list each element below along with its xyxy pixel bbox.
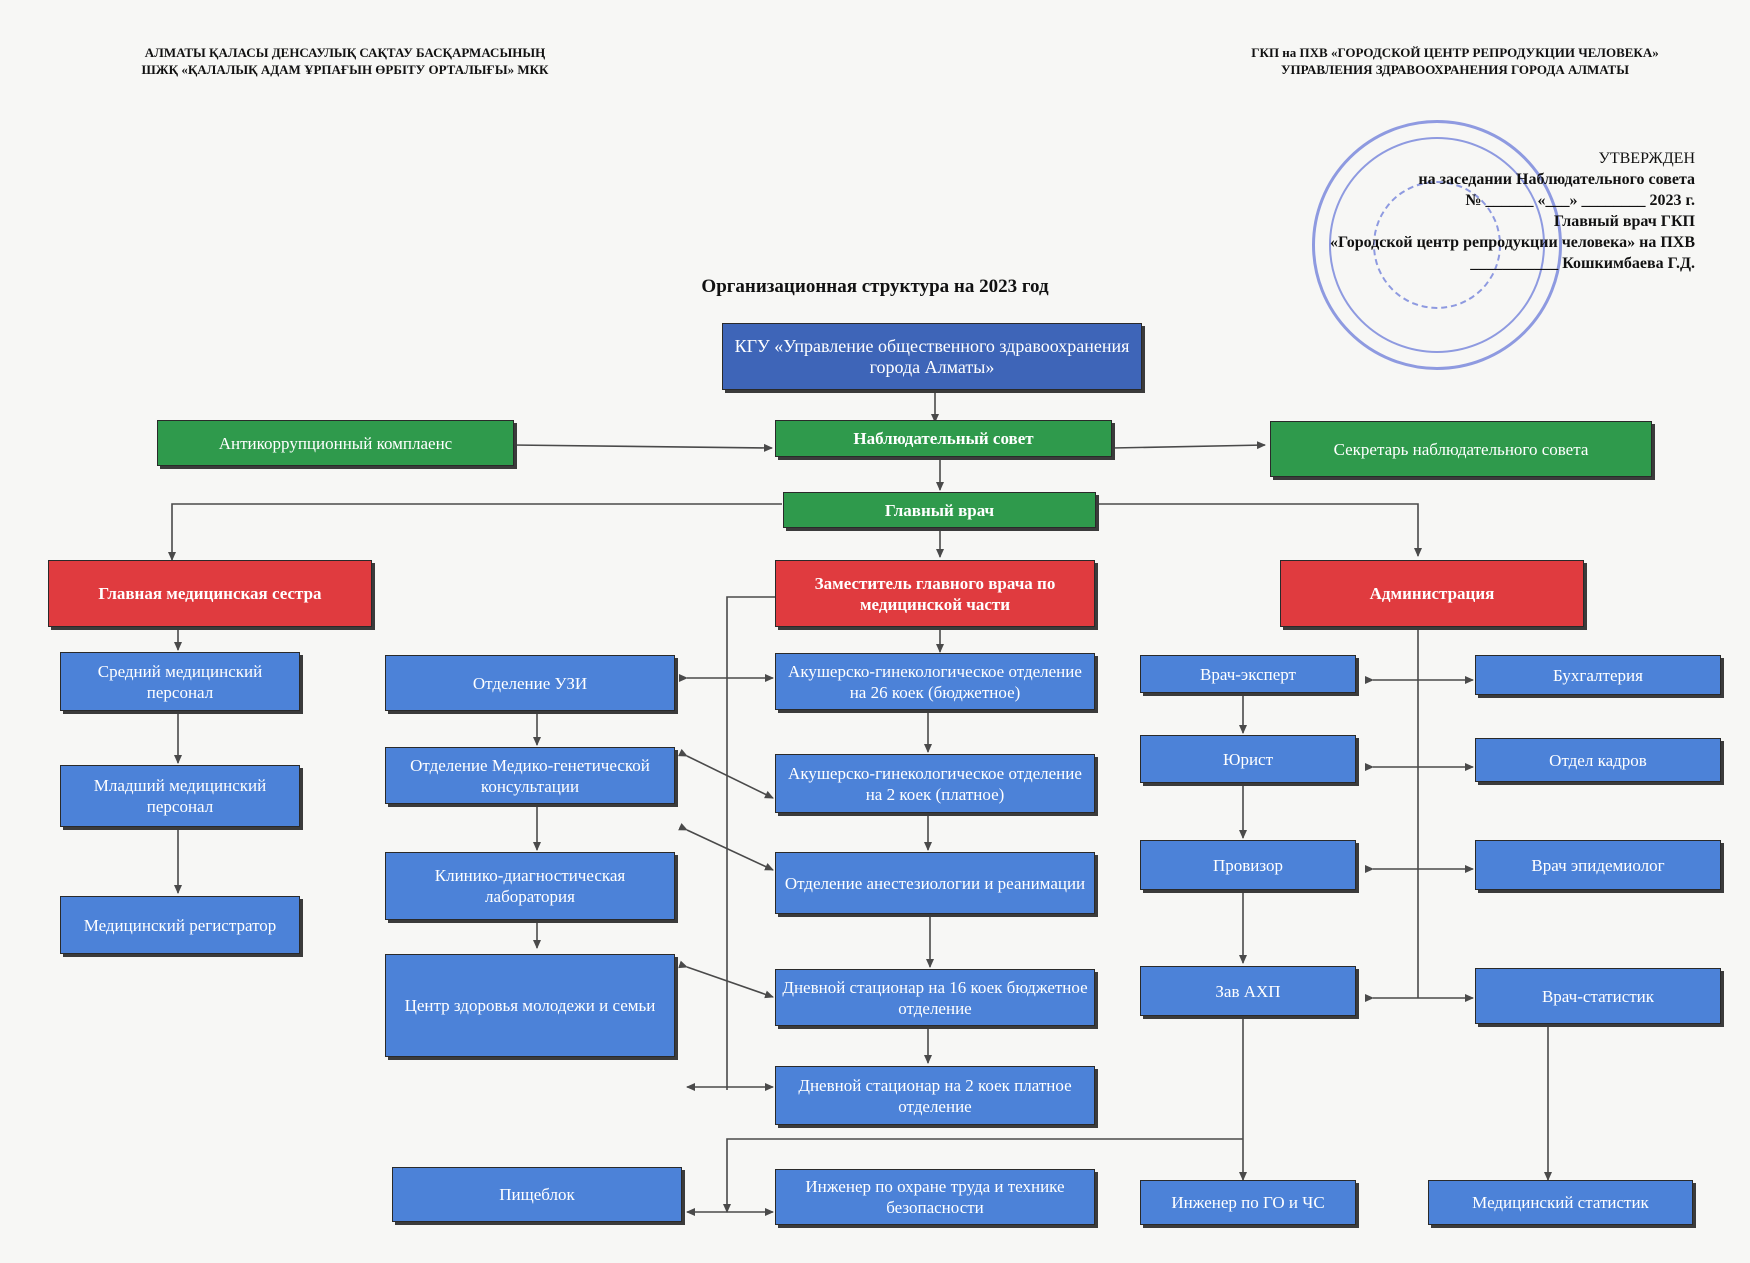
node-obgyn26: Акушерско-гинекологическое отделение на … [775, 653, 1095, 710]
approval-line1: на заседании Наблюдательного совета [1418, 171, 1695, 188]
node-statistician-doc: Врач-статистик [1475, 968, 1721, 1024]
node-med-statistician: Медицинский статистик [1428, 1180, 1693, 1225]
node-day16: Дневной стационар на 16 коек бюджетное о… [775, 969, 1095, 1026]
node-lawyer: Юрист [1140, 735, 1356, 783]
node-board-secretary: Секретарь наблюдательного совета [1270, 421, 1652, 477]
page-title: Организационная структура на 2023 год [701, 276, 1049, 297]
node-ahp: Зав АХП [1140, 966, 1356, 1016]
header-right-line1: ГКП на ПХВ «ГОРОДСКОЙ ЦЕНТР РЕПРОДУКЦИИ … [1251, 45, 1659, 60]
node-middle-staff: Средний медицинский персонал [60, 652, 300, 711]
node-day2: Дневной стационар на 2 коек платное отде… [775, 1066, 1095, 1125]
node-food: Пищеблок [392, 1167, 682, 1222]
node-junior-staff: Младший медицинский персонал [60, 765, 300, 827]
node-expert: Врач-эксперт [1140, 655, 1356, 693]
node-safety-engineer: Инженер по охране труда и технике безопа… [775, 1169, 1095, 1225]
approval-block: УТВЕРЖДЕН на заседании Наблюдательного с… [1235, 148, 1695, 274]
approval-line2: № ______ «___» ________ 2023 г. [1465, 192, 1695, 209]
approval-line5: ___________ Кошкимбаева Г.Д. [1470, 255, 1695, 272]
node-kgu: КГУ «Управление общественного здравоохра… [722, 323, 1142, 390]
header-right-line2: УПРАВЛЕНИЯ ЗДРАВООХРАНЕНИЯ ГОРОДА АЛМАТЫ [1281, 62, 1629, 77]
node-chief-nurse: Главная медицинская сестра [48, 560, 372, 627]
node-accounting: Бухгалтерия [1475, 655, 1721, 695]
node-obgyn2: Акушерско-гинекологическое отделение на … [775, 754, 1095, 813]
approval-line4: «Городской центр репродукции человека» н… [1329, 234, 1695, 251]
header-left-line2: ШЖҚ «ҚАЛАЛЫҚ АДАМ ҰРПАҒЫН ӨРБІТУ ОРТАЛЫҒ… [141, 62, 549, 77]
node-anesthesia: Отделение анестезиологии и реанимации [775, 852, 1095, 914]
node-uzi: Отделение УЗИ [385, 655, 675, 711]
node-genetic: Отделение Медико-генетической консультац… [385, 747, 675, 804]
approval-line3: Главный врач ГКП [1553, 213, 1695, 230]
node-administration: Администрация [1280, 560, 1584, 627]
node-deputy-medical: Заместитель главного врача по медицинско… [775, 560, 1095, 627]
node-pharmacist: Провизор [1140, 840, 1356, 890]
node-registrar: Медицинский регистратор [60, 896, 300, 954]
node-hr: Отдел кадров [1475, 738, 1721, 782]
approval-line0: УТВЕРЖДЕН [1598, 150, 1695, 167]
node-supervisory-board: Наблюдательный совет [775, 420, 1112, 457]
header-left-line1: АЛМАТЫ ҚАЛАСЫ ДЕНСАУЛЫҚ САҚТАУ БАСҚАРМАС… [144, 45, 546, 60]
header-left: АЛМАТЫ ҚАЛАСЫ ДЕНСАУЛЫҚ САҚТАУ БАСҚАРМАС… [110, 44, 580, 78]
header-right: ГКП на ПХВ «ГОРОДСКОЙ ЦЕНТР РЕПРОДУКЦИИ … [1215, 44, 1695, 78]
node-go-engineer: Инженер по ГО и ЧС [1140, 1180, 1356, 1225]
seal-stamp [1312, 120, 1562, 370]
node-epidemiologist: Врач эпидемиолог [1475, 840, 1721, 890]
node-anticorruption: Антикоррупционный комплаенс [157, 420, 514, 466]
node-chief-doctor: Главный врач [783, 492, 1096, 528]
node-lab: Клинико-диагностическая лаборатория [385, 852, 675, 920]
node-youth-center: Центр здоровья молодежи и семьи [385, 954, 675, 1057]
